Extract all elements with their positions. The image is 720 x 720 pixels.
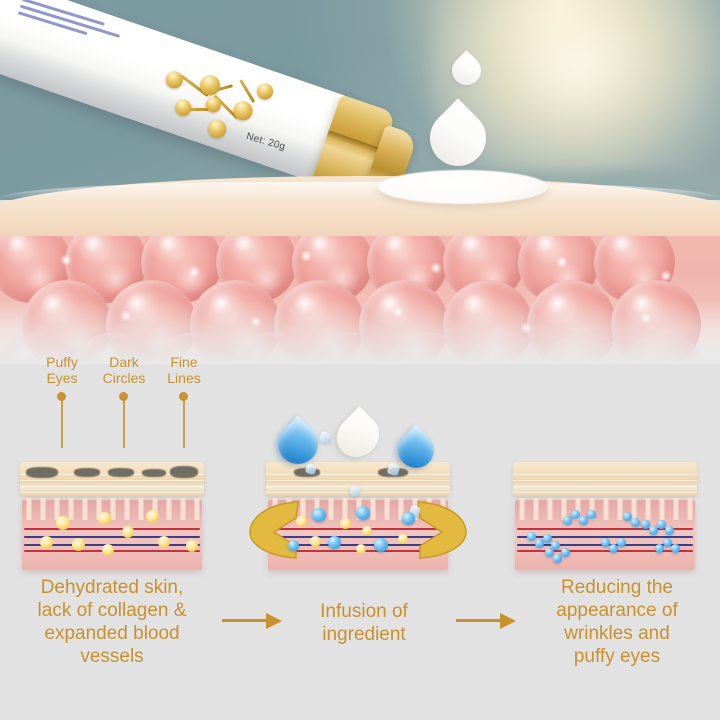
glow-dot — [356, 544, 366, 554]
ingredient-molecule — [312, 508, 326, 522]
wrinkle-mark — [26, 467, 58, 478]
glow-dot — [72, 538, 85, 551]
caption-step-3: Reducing the appearance of wrinkles and … — [556, 577, 678, 667]
ingredient-molecule — [655, 544, 664, 553]
sparkle — [660, 270, 672, 282]
ingredient-molecule — [579, 516, 588, 525]
dermal-papillae — [22, 498, 202, 520]
ingredient-molecule — [527, 532, 536, 541]
product-tube: Net: 20g — [0, 0, 447, 200]
ingredient-molecule — [402, 512, 415, 525]
sparkle — [60, 254, 72, 266]
ingredient-molecule — [535, 539, 544, 548]
wrinkle-mark — [170, 466, 198, 478]
callout-dot-3 — [179, 392, 188, 401]
glow-dot — [362, 526, 372, 536]
ingredient-molecule — [561, 548, 570, 557]
ingredient-molecule — [543, 534, 552, 543]
ingredient-molecule — [641, 520, 650, 529]
blood-vessel-blue — [517, 536, 693, 538]
gold-arrow-left — [249, 501, 299, 559]
caption-step-1: Dehydrated skin, lack of collagen & expa… — [37, 577, 187, 667]
sparkle — [300, 250, 312, 262]
glow-dot — [40, 536, 53, 549]
ingredient-molecule — [551, 541, 560, 550]
glow-dot — [340, 518, 351, 529]
callout-group: Puffy Eyes Dark Circles Fine Lines — [0, 352, 720, 462]
ingredient-molecule — [631, 518, 640, 527]
skin-diagram-infusion — [249, 406, 467, 580]
serum-pool — [378, 170, 548, 204]
glow-dot — [56, 516, 70, 530]
wrinkle-mark — [74, 468, 100, 477]
ingredient-molecule — [671, 544, 680, 553]
sparkle — [188, 266, 200, 278]
ingredient-molecule — [587, 510, 596, 519]
caption-row: Dehydrated skin, lack of collagen & expa… — [0, 574, 720, 690]
callout-line-1 — [61, 398, 63, 448]
epidermis-striations — [266, 474, 450, 496]
callout-dot-2 — [119, 392, 128, 401]
glow-dot — [98, 512, 111, 525]
callout-label-puffy-eyes: Puffy Eyes — [46, 354, 78, 386]
blood-vessel-red — [270, 528, 446, 530]
callout-dot-1 — [57, 392, 66, 401]
ingredient-molecule — [563, 516, 572, 525]
skin-diagram-before — [12, 440, 212, 580]
glow-dot — [310, 536, 321, 547]
ingredient-molecule — [288, 540, 299, 551]
ingredient-molecule — [665, 526, 674, 535]
ingredient-molecule — [657, 520, 666, 529]
blood-vessel-blue — [24, 536, 200, 538]
dermal-papillae — [515, 498, 695, 520]
ingredient-molecule — [374, 538, 388, 552]
wrinkle-mark — [108, 468, 134, 477]
blood-vessel-red — [517, 528, 693, 530]
sparkle — [430, 262, 442, 274]
callout-label-fine-lines: Fine Lines — [167, 354, 201, 386]
ingredient-molecule — [617, 538, 626, 547]
callout-line-2 — [123, 398, 125, 448]
sparkle — [556, 256, 568, 268]
step-arrow-1 — [222, 610, 284, 632]
ingredient-molecule — [356, 506, 370, 520]
callout-label-dark-circles: Dark Circles — [102, 354, 146, 386]
glow-dot — [398, 534, 408, 544]
ingredient-molecule — [649, 526, 658, 535]
glow-dot — [186, 540, 198, 552]
glow-dot — [296, 516, 307, 527]
ingredient-molecule — [571, 510, 580, 519]
ingredient-molecule — [609, 544, 618, 553]
cell-layer-fade — [0, 300, 720, 364]
glow-dot — [122, 526, 134, 538]
step-arrow-2 — [456, 610, 518, 632]
skin-diagram-after — [505, 440, 705, 580]
crystal-particle — [318, 430, 333, 445]
wrinkle-mark — [142, 469, 166, 477]
hero-scene: Net: 20g — [0, 0, 720, 200]
gold-arrow-right — [417, 501, 467, 559]
glow-dot — [146, 510, 159, 523]
blood-vessel-red — [517, 550, 693, 552]
ingredient-molecule — [545, 548, 554, 557]
ingredient-molecule — [553, 554, 562, 563]
glow-dot — [158, 536, 170, 548]
ingredient-molecule — [623, 512, 632, 521]
epidermis-striations — [513, 474, 697, 496]
ingredient-molecule — [663, 538, 672, 547]
caption-step-2: Infusion of ingredient — [320, 601, 408, 645]
ingredient-molecule — [601, 538, 610, 547]
blood-vessel-red — [24, 528, 200, 530]
epidermis-striations — [20, 474, 204, 496]
blood-vessel-blue — [270, 536, 446, 538]
glow-dot — [102, 544, 114, 556]
callout-line-3 — [183, 398, 185, 448]
ingredient-molecule — [328, 536, 341, 549]
